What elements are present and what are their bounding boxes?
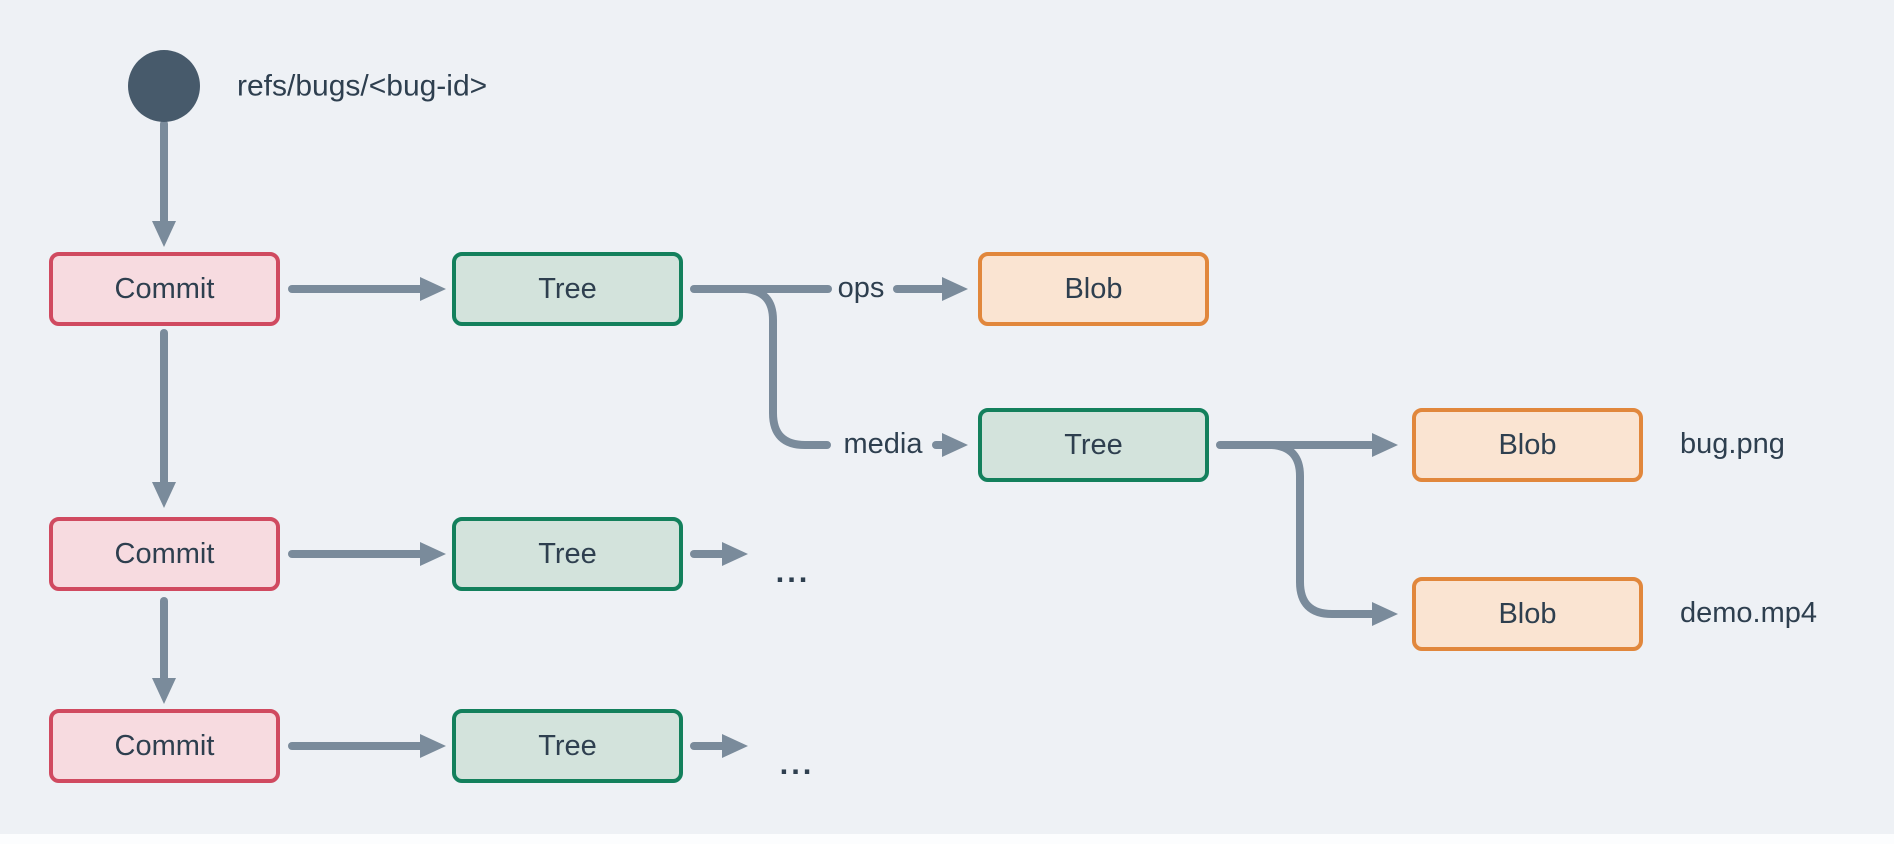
commit-node-1-label: Commit — [114, 272, 215, 305]
edge-mediatree-to-demoblob — [1268, 441, 1398, 626]
file-label-bug-png: bug.png — [1680, 427, 1785, 460]
commit-node-2-label: Commit — [114, 537, 215, 570]
tree-node-root-label: Tree — [538, 272, 597, 305]
tree-node-row2-label: Tree — [538, 537, 597, 570]
commit-node-1: Commit — [49, 252, 280, 326]
tree-node-row2: Tree — [452, 517, 683, 591]
blob-node-demo-label: Blob — [1498, 597, 1557, 630]
tree-node-row3: Tree — [452, 709, 683, 783]
tree-node-row3-label: Tree — [538, 729, 597, 762]
commit-node-3: Commit — [49, 709, 280, 783]
bottom-strip — [0, 834, 1894, 844]
blob-node-demo: Blob — [1412, 577, 1643, 651]
tree-node-root: Tree — [452, 252, 683, 326]
commit-node-2: Commit — [49, 517, 280, 591]
file-label-demo-mp4: demo.mp4 — [1680, 596, 1818, 629]
edge-label-media: media — [843, 427, 923, 460]
ref-node-circle — [128, 50, 200, 122]
tree-node-media: Tree — [978, 408, 1209, 482]
blob-node-bug-label: Blob — [1498, 428, 1557, 461]
blob-node-ops-label: Blob — [1064, 272, 1123, 305]
edge-label-ops: ops — [837, 271, 885, 304]
edge-branch-media-curve — [741, 285, 831, 449]
blob-node-ops: Blob — [978, 252, 1209, 326]
ellipsis-row2: ... — [775, 554, 811, 589]
commit-node-3-label: Commit — [114, 729, 215, 762]
blob-node-bug: Blob — [1412, 408, 1643, 482]
ref-label: refs/bugs/<bug-id> — [237, 69, 488, 103]
ellipsis-row3: ... — [779, 746, 815, 781]
tree-node-media-label: Tree — [1064, 428, 1123, 461]
